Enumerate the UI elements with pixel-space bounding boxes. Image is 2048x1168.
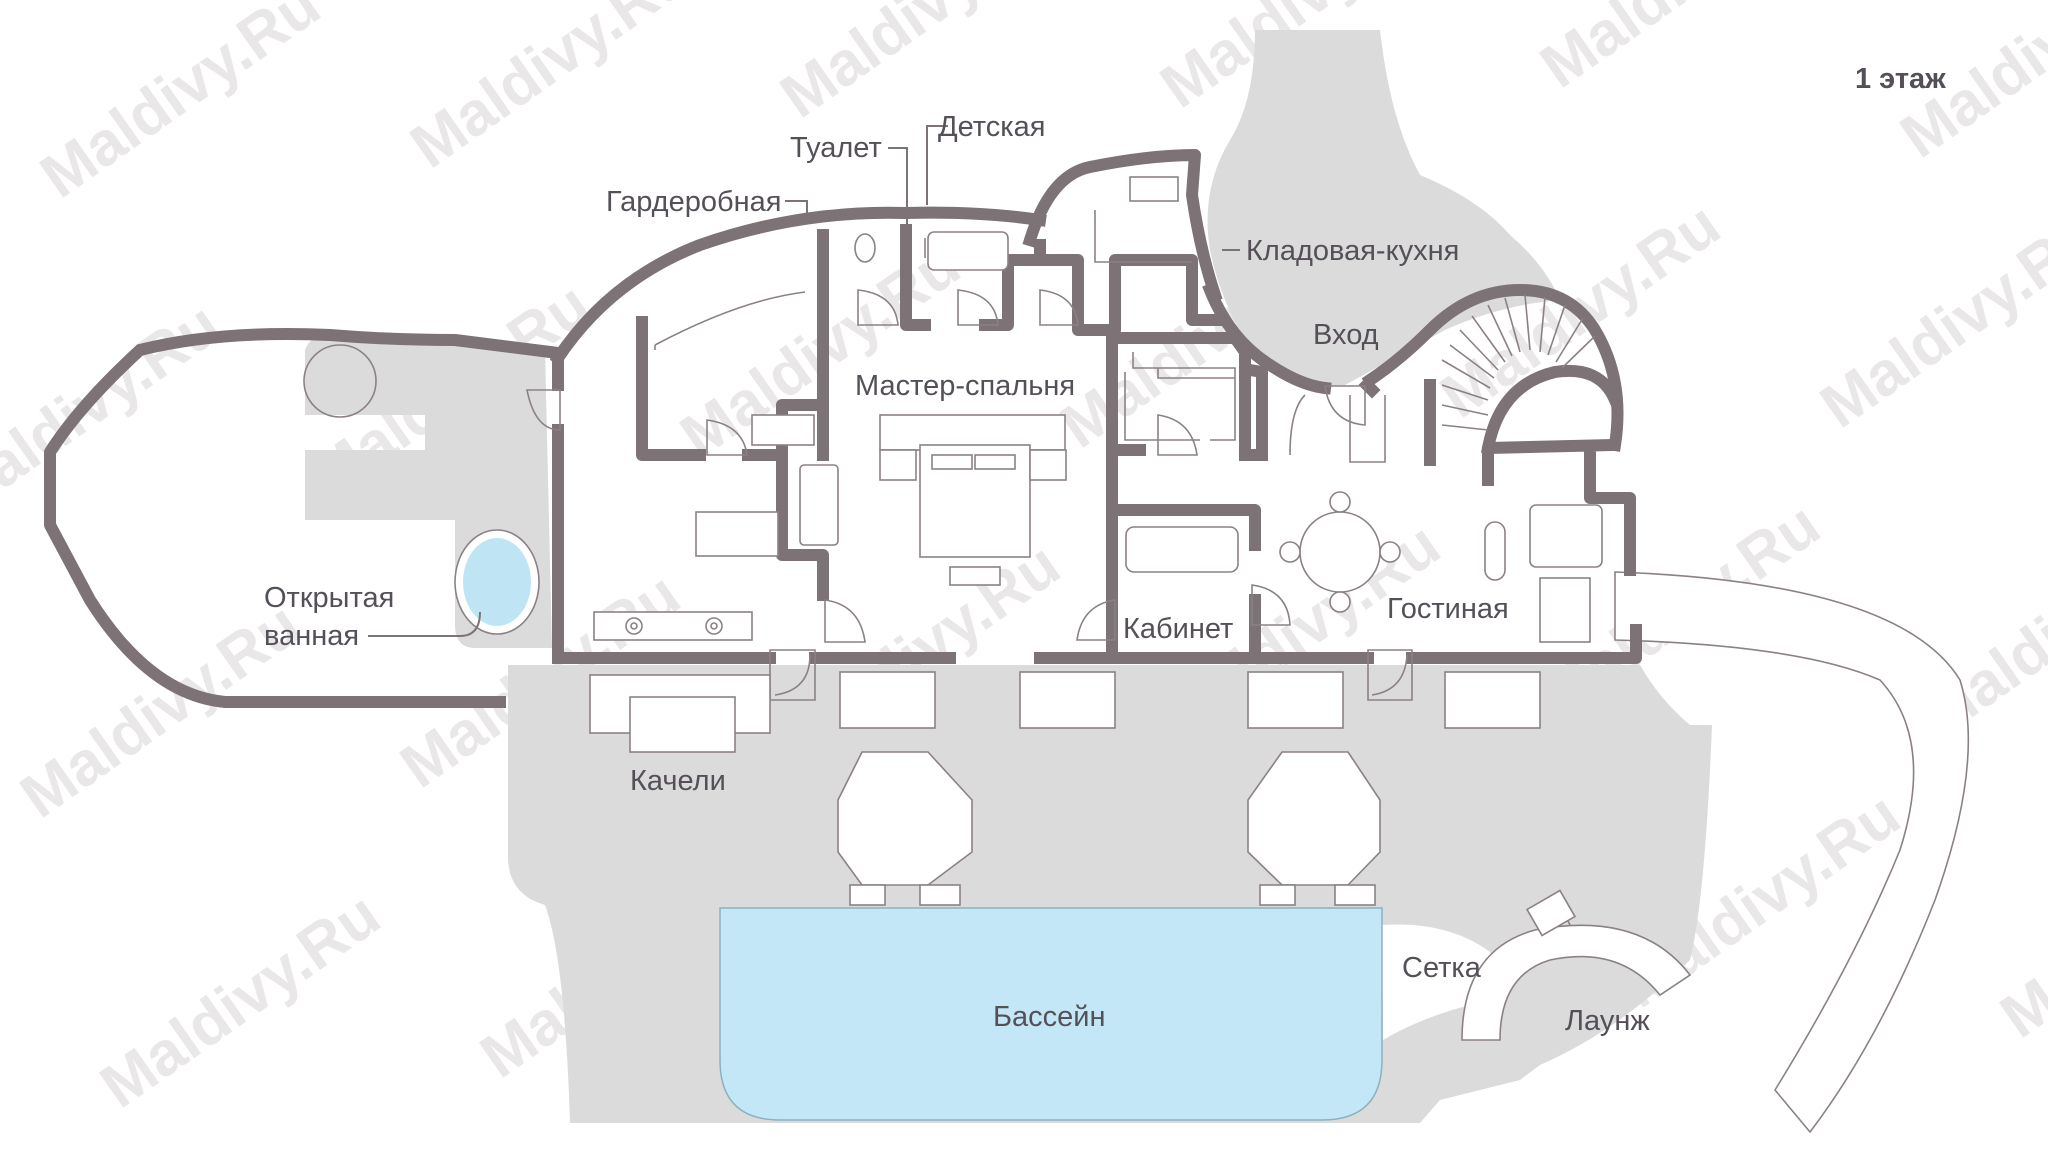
kids-bed [927,231,1009,271]
office-wall [1106,332,1261,664]
furniture [589,176,1692,1041]
label-master-bedroom: Мастер-спальня [855,370,1075,402]
interior-lines [654,210,1386,463]
daybed [799,464,839,546]
label-pool: Бассейн [993,1001,1106,1033]
label-living-room: Гостиная [1387,593,1509,625]
walls [44,149,1642,708]
round-table-icon [303,344,377,418]
stair-inner-wall [1480,364,1623,456]
umbrella-right [1247,751,1381,886]
office-sofa [1125,526,1239,573]
watermark-text: Maldivy.Ru [398,0,702,181]
bed-bench [949,566,1001,586]
lounge-seating [1461,924,1692,1041]
master-west-wall [776,449,829,601]
bath2-wall [1189,332,1264,461]
entrance-wall [1243,363,1268,461]
watermark-text: Maldivy.Ru [0,290,232,532]
pool [719,907,1383,1121]
watermark-text: Maldivy.Ru [1808,200,2048,442]
label-open-bath-2: ванная [264,620,359,652]
watermark-text: Maldivy.Ru [88,880,392,1122]
watermark-text: Maldivy.Ru [28,0,332,211]
label-net: Сетка [1402,952,1482,984]
toilet-wall [900,224,1224,336]
label-lounge: Лаунж [1565,1005,1650,1037]
north-wall [549,206,1047,367]
watermark-text: Maldivy.Ru [1988,810,2048,1052]
label-open-bath-1: Открытая [264,582,394,614]
label-wardrobe: Гардеробная [606,186,781,218]
label-entrance: Вход [1313,319,1379,351]
net-area [1382,924,1500,1040]
doors [526,289,1413,701]
stair-curve-wall [1361,284,1624,452]
bed-headboard [879,414,1066,451]
east-wall [1482,438,1636,576]
floor-label: 1 этаж [1855,63,1946,95]
south-wall [552,624,1642,664]
label-kids-room: Детская [938,111,1045,143]
label-swing: Качели [630,765,726,797]
cabinet [1539,577,1591,643]
label-office: Кабинет [1123,613,1233,645]
sink-counter [593,611,753,641]
toilet-icon [854,233,876,263]
spiral-stairs [1441,294,1596,431]
living-divider [1358,376,1381,399]
living-sofa [1529,504,1603,568]
bathtub-water [463,538,531,626]
pod-wall [1022,149,1223,303]
watermark-text: Maldivy.Ru [1528,0,1832,101]
leader-lines [368,125,1240,637]
label-toilet: Туалет [790,132,882,164]
open-bath-wall [44,328,565,708]
swing-bench [629,696,736,753]
dining-table [1299,511,1381,593]
label-pantry-kitchen: Кладовая-кухня [1246,235,1459,267]
labels: 1 этаж Открытая ванная Гардеробная Туале… [264,63,1946,1037]
walkway [1614,571,1970,1134]
